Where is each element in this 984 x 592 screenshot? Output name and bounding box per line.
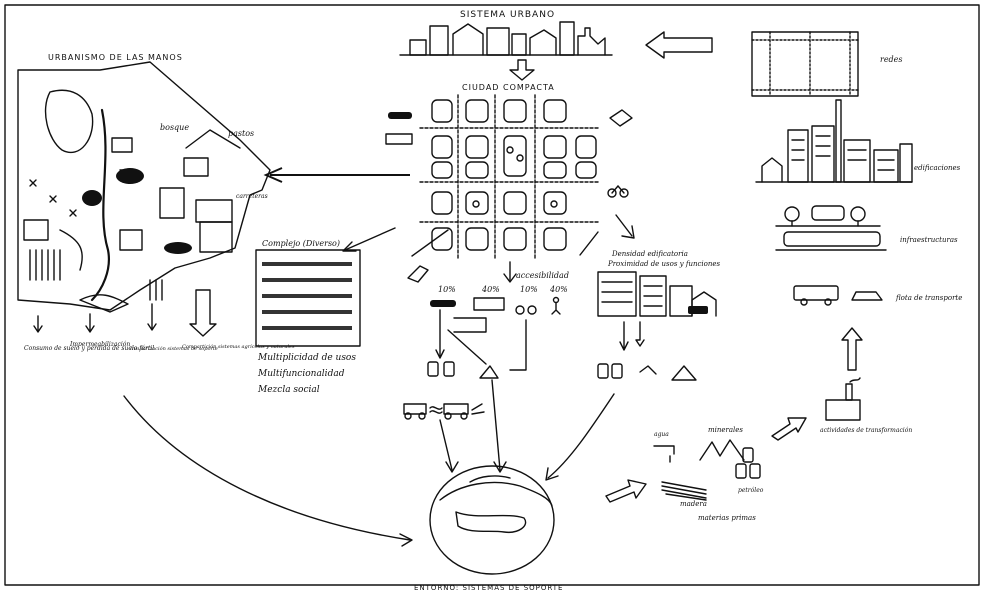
left-caption-1: Consumo de suelo y pérdida de suelo fért… [24, 345, 154, 352]
complexity-line-2: Multifuncionalidad [257, 369, 345, 379]
label-infraestructuras: infraestructuras [900, 236, 958, 244]
res-minerales: minerales [708, 426, 743, 434]
arrow-left-top [645, 31, 713, 59]
res-actividades: actividades de transformación [820, 427, 912, 434]
car-icon [385, 112, 413, 145]
factory-icon [825, 377, 861, 421]
left-down-arrows [33, 289, 217, 337]
title-left: URBANISMO DE LAS MANOS [48, 53, 183, 62]
water-icon [653, 445, 675, 463]
density-line-1: Densidad edificatoria [611, 250, 688, 258]
label-pastos: pastos [228, 129, 254, 138]
barrels-icon [427, 361, 455, 377]
complexity-line-3: Mezcla social [257, 385, 320, 395]
fleet-icon [793, 285, 883, 306]
frame [4, 4, 980, 586]
diamond-icon [609, 109, 633, 127]
left-map [17, 61, 271, 313]
left-caption-3: Insularización sistemas de soporte [129, 345, 218, 352]
transport-modes [430, 296, 561, 315]
globe-icon [429, 465, 555, 575]
density-line-2: Proximidad de usos y funciones [607, 260, 720, 268]
density-resources [597, 363, 697, 381]
density-arrows [619, 321, 645, 351]
oil-barrels-icon [735, 447, 761, 479]
arrows-to-globe [123, 379, 615, 547]
arrow-to-density [615, 214, 633, 237]
label-redes: redes [880, 55, 903, 64]
complexity-icons [262, 262, 352, 330]
arrow-up-right [771, 417, 807, 441]
skyline-icon [399, 21, 613, 56]
access-title: accesibilidad [516, 271, 569, 280]
complexity-box [255, 249, 361, 347]
mountain-icon [479, 365, 499, 379]
share-4: 40% [549, 285, 568, 294]
arrow-down-city [509, 59, 535, 81]
share-1: 10% [438, 285, 456, 294]
arrow-resources-left [605, 479, 647, 503]
network-icon [751, 31, 859, 97]
bottom-label: ENTORNO: SISTEMAS DE SOPORTE [414, 584, 563, 592]
complexity-title: Complejo (Diverso) [262, 239, 340, 248]
label-transporte: flota de transporte [895, 294, 962, 302]
city-grid [411, 94, 629, 261]
density-buildings [597, 271, 717, 317]
city-label: CIUDAD COMPACTA [462, 83, 555, 92]
res-petroleo: petróleo [738, 487, 764, 494]
density-car-icon [688, 306, 708, 314]
minerals-icon [699, 439, 745, 461]
label-carreteras: carreteras [236, 193, 268, 200]
complexity-line-1: Multiplicidad de usos [257, 353, 356, 363]
left-caption-4: Compartición sistemas agrícolas y natura… [182, 343, 295, 350]
share-2: 40% [481, 285, 500, 294]
pollution-cars [403, 403, 485, 420]
dark-blobs [82, 168, 192, 254]
label-bosque: bosque [160, 123, 189, 132]
share-3: 10% [520, 285, 538, 294]
res-madera: madera [680, 500, 707, 508]
buildings-icon [755, 99, 913, 183]
infrastructure-icon [775, 205, 887, 251]
arrow-to-complexity [344, 227, 396, 251]
access-arrows [435, 309, 527, 371]
title-top: SISTEMA URBANO [460, 10, 555, 20]
arrow-up [841, 327, 863, 371]
left-caption-2: Impermeabilización [69, 341, 130, 348]
label-edificaciones: edificaciones [914, 164, 961, 172]
res-agua: agua [654, 431, 669, 438]
res-materias: materias primas [698, 514, 756, 522]
wood-icon [661, 481, 707, 501]
